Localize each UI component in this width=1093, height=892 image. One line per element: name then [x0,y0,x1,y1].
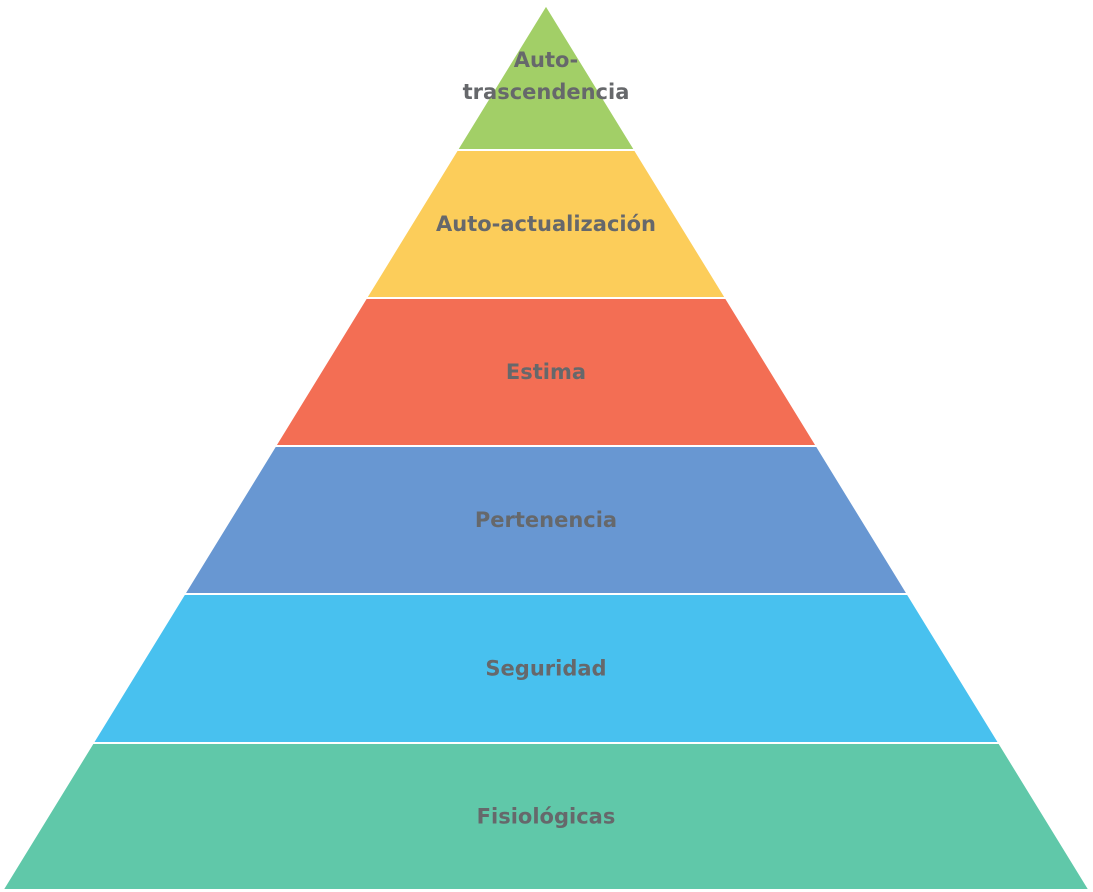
pyramid-tier: Auto-trascendencia [455,3,637,151]
pyramid-tier: Seguridad [90,593,1002,744]
pyramid-tier-label: Estima [506,360,586,384]
pyramid-tier-shape [455,3,637,151]
pyramid-tier-shape [0,742,1092,891]
pyramid-tier: Pertenencia [182,445,910,595]
pyramid-tier: Auto-actualización [364,149,728,299]
pyramid-tier-label: Auto- [514,48,578,72]
pyramid-tier-label: trascendencia [463,80,630,104]
pyramid-tier-label: Pertenencia [475,508,617,532]
pyramid-tier: Fisiológicas [0,742,1092,891]
pyramid-tier: Estima [273,297,819,447]
pyramid-tier-label: Auto-actualización [436,212,656,236]
pyramid-tier-label: Fisiológicas [477,805,616,829]
pyramid-tier-label: Seguridad [485,657,606,681]
